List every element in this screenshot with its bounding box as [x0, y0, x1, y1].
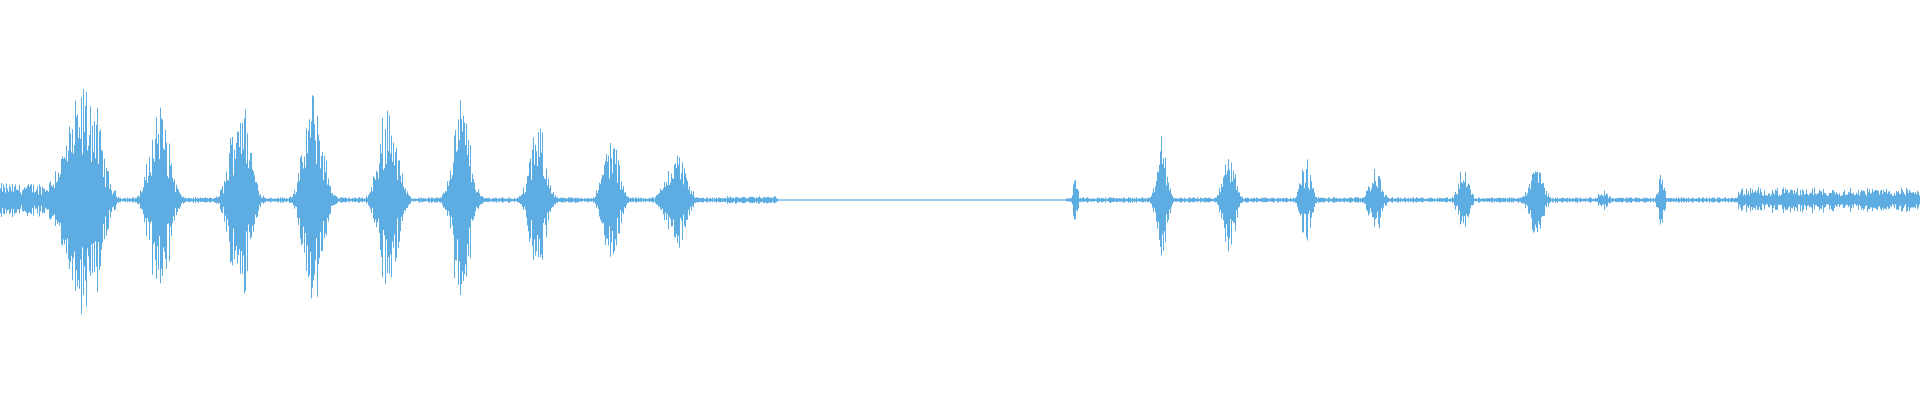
waveform-lines — [0, 89, 1920, 314]
waveform-trace — [0, 89, 1920, 314]
